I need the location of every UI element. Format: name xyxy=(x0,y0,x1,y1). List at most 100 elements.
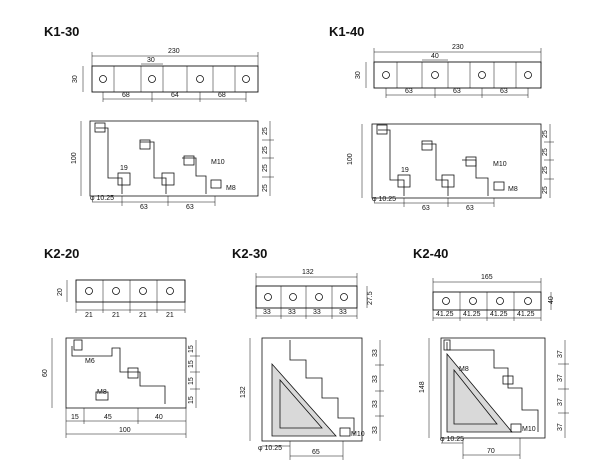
mount-hole xyxy=(289,293,297,301)
insulator-triangle-inner xyxy=(453,368,498,425)
clamp-block xyxy=(139,139,151,150)
k1-40-dim-diameter: φ 10.25 xyxy=(372,196,396,203)
clamp-block xyxy=(94,122,106,133)
k2-20-dim-bottom: 21 xyxy=(139,312,147,319)
mount-hole xyxy=(442,297,450,305)
clamp-block xyxy=(73,339,83,351)
mount-hole xyxy=(382,71,390,79)
k1-40-dim-width: 230 xyxy=(452,44,464,51)
k2-40-dim-bottom: 41.25 xyxy=(517,311,535,318)
insulator xyxy=(117,172,131,186)
k2-40-dim-bottom: 41.25 xyxy=(490,311,508,318)
k2-30-dim-bottom: 33 xyxy=(263,309,271,316)
k2-30-dim-right: 33 xyxy=(372,400,379,408)
k1-30-dim-right: 25 xyxy=(262,146,269,154)
stepped-conductor xyxy=(446,342,539,432)
k1-30-group: K1-30 230 30 30 68 64 68 1 xyxy=(44,24,274,211)
stepped-conductor xyxy=(182,157,207,194)
k2-30-dim-right: 33 xyxy=(372,375,379,383)
k1-40-label-m8: M8 xyxy=(508,186,518,193)
k1-40-label-m10: M10 xyxy=(493,161,507,168)
clamp-block xyxy=(210,179,222,189)
clamp-block xyxy=(339,427,351,437)
k1-40-group: K1-40 230 40 30 63 63 63 100 xyxy=(329,24,554,212)
k1-30-title: K1-30 xyxy=(44,24,79,39)
insulator-triangle xyxy=(271,362,337,437)
stepped-conductor xyxy=(422,143,449,196)
k2-20-dim-total-width: 100 xyxy=(119,427,131,434)
k1-30-dim-base: 63 xyxy=(186,204,194,211)
k1-40-dim-pitch: 40 xyxy=(431,53,439,60)
k2-30-dim-total-height: 132 xyxy=(240,386,247,398)
k2-30-dim-diameter: φ 10.25 xyxy=(258,445,282,452)
k1-40-dim-bottom: 63 xyxy=(405,88,413,95)
k1-40-dim-bottom: 63 xyxy=(500,88,508,95)
k2-20-dim-base: 40 xyxy=(155,414,163,421)
mount-hole xyxy=(469,297,477,305)
clamp-block xyxy=(443,339,451,351)
k2-40-dim-right: 37 xyxy=(557,423,564,431)
k1-40-side-view-frame xyxy=(371,123,542,199)
k2-30-group: K2-30 132 27.5 33 33 33 33 132 M10 xyxy=(232,246,384,460)
k2-20-dim-total-height: 60 xyxy=(42,369,49,377)
clamp-block xyxy=(183,155,195,166)
clamp-block xyxy=(376,124,388,135)
clamp-block xyxy=(127,367,139,379)
stepped-conductor xyxy=(462,159,489,196)
k2-20-dim-right: 15 xyxy=(188,377,195,385)
mount-hole xyxy=(166,287,174,295)
mount-hole xyxy=(112,287,120,295)
k1-30-busbar-plate xyxy=(91,65,259,93)
k1-40-label-19: 19 xyxy=(401,167,409,174)
k1-40-title: K1-40 xyxy=(329,24,364,39)
mount-hole xyxy=(148,75,156,83)
k1-40-dim-total-height: 100 xyxy=(347,153,354,165)
k1-30-dim-pitch: 30 xyxy=(147,57,155,64)
k2-40-label-m10: M10 xyxy=(522,426,536,433)
clamp-block xyxy=(465,156,477,167)
k2-40-dim-right: 37 xyxy=(557,374,564,382)
mount-hole xyxy=(196,75,204,83)
k2-40-side-view-frame xyxy=(440,337,546,439)
clamp-block xyxy=(95,391,109,401)
k2-20-dim-bottom: 21 xyxy=(112,312,120,319)
k2-20-dim-base: 15 xyxy=(71,414,79,421)
k2-40-dim-right: 37 xyxy=(557,398,564,406)
stepped-conductor xyxy=(71,346,166,404)
k1-30-label-19: 19 xyxy=(120,165,128,172)
k2-20-label-m8: M8 xyxy=(97,389,107,396)
insulator xyxy=(161,172,175,186)
k1-30-dim-bottom: 64 xyxy=(171,92,179,99)
k2-20-side-view-frame xyxy=(65,337,187,409)
k2-40-dim-diameter: φ 10.25 xyxy=(440,436,464,443)
k2-40-dim-bottom: 41.25 xyxy=(463,311,481,318)
k1-30-dim-width: 230 xyxy=(168,48,180,55)
k1-40-dim-base: 63 xyxy=(466,205,474,212)
k2-20-title: K2-20 xyxy=(44,246,79,261)
k1-40-busbar-plate xyxy=(373,61,542,89)
k2-40-dim-width: 165 xyxy=(481,274,493,281)
mount-hole xyxy=(496,297,504,305)
k2-30-side-view-frame xyxy=(261,337,363,442)
k1-40-dim-base: 63 xyxy=(422,205,430,212)
k2-30-label-m10: M10 xyxy=(351,431,365,438)
stepped-conductor xyxy=(289,340,355,434)
k1-30-dim-right: 25 xyxy=(262,164,269,172)
mount-hole xyxy=(524,71,532,79)
k2-20-group: K2-20 20 21 21 21 21 60 M6 M8 15 1 xyxy=(42,246,200,438)
stepped-conductor xyxy=(96,127,123,194)
k2-20-dim-right: 15 xyxy=(188,360,195,368)
stepped-conductor xyxy=(140,141,167,194)
k2-40-dim-bottom: 41.25 xyxy=(436,311,454,318)
mount-hole xyxy=(139,287,147,295)
k1-30-dim-bottom: 68 xyxy=(122,92,130,99)
k1-40-dim-right: 25 xyxy=(542,148,549,156)
k1-30-dim-right: 25 xyxy=(262,184,269,192)
k1-30-dim-right: 25 xyxy=(262,127,269,135)
clamp-block xyxy=(493,181,505,191)
mount-hole xyxy=(315,293,323,301)
mount-hole xyxy=(340,293,348,301)
mount-hole xyxy=(242,75,250,83)
k1-40-dim-height: 30 xyxy=(355,71,362,79)
insulator-triangle xyxy=(446,352,513,433)
